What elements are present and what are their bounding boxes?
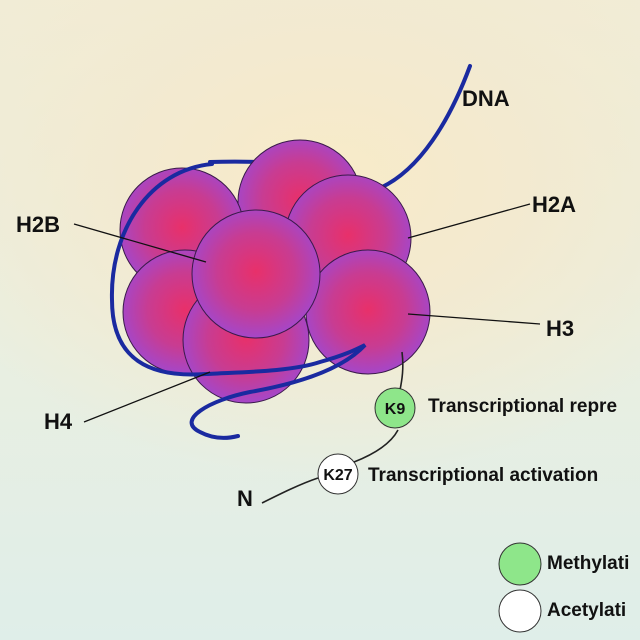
histone-h2b <box>191 209 321 339</box>
legend-acetylation-label: Acetylati <box>547 600 627 621</box>
dna-strand-front <box>109 162 367 440</box>
histone-h3 <box>305 249 431 375</box>
k9-description: Transcriptional repre <box>428 396 618 417</box>
label-h2a: H2A <box>532 192 577 217</box>
k27-site-marker <box>317 453 359 495</box>
leader-h2b <box>73 223 207 263</box>
k9-site-marker <box>374 387 416 429</box>
label-dna: DNA <box>462 86 510 111</box>
label-n-terminus: N <box>237 486 253 511</box>
leader-h2a <box>407 203 531 239</box>
histone-tail <box>261 351 404 504</box>
leader-h3 <box>407 313 541 325</box>
k27-description: Transcriptional activation <box>368 465 599 486</box>
leader-h4 <box>83 371 211 423</box>
k27-site-label: K27 <box>323 467 352 484</box>
legend-methylation-label: Methylati <box>547 553 630 574</box>
label-h2b: H2B <box>16 212 61 237</box>
label-h3: H3 <box>546 316 575 341</box>
legend-acetylation-marker <box>498 589 542 633</box>
legend-methylation-marker <box>498 542 542 586</box>
k9-site-label: K9 <box>385 401 406 418</box>
label-h4: H4 <box>44 409 73 434</box>
